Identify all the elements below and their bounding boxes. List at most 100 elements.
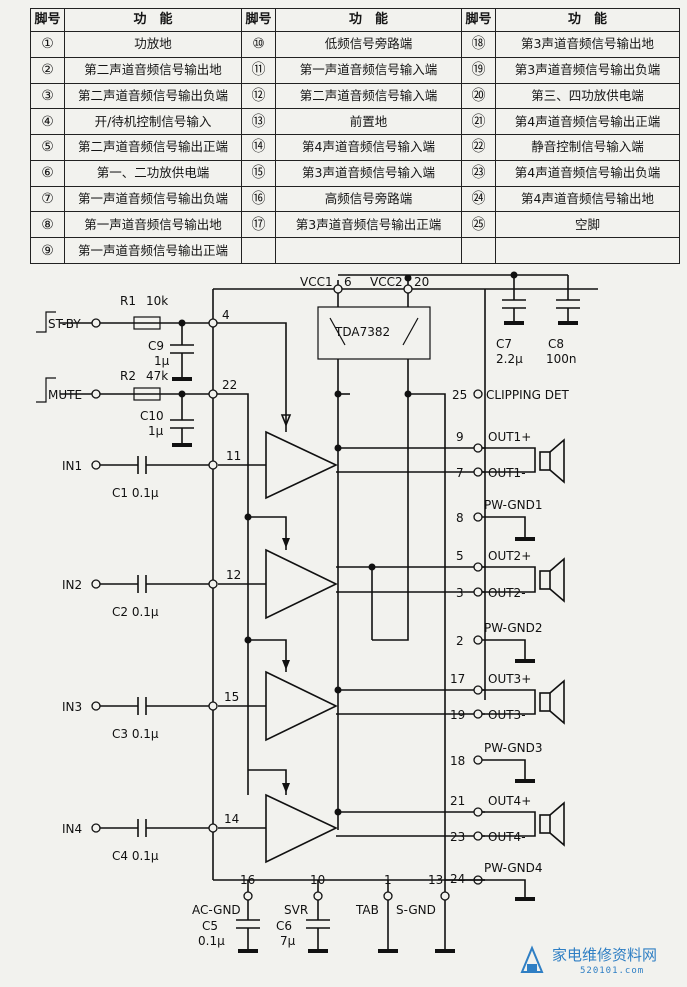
pin-function-cell: 静音控制信号输入端 xyxy=(495,134,680,161)
c5-label: C5 xyxy=(202,919,218,933)
pin-24-label: 24 xyxy=(450,872,465,886)
pin-number-cell: ⑦ xyxy=(30,185,65,213)
vcc1-label: VCC1 xyxy=(300,275,333,289)
header-func-2: 功 能 xyxy=(275,8,462,32)
pwgnd1-label: PW-GND1 xyxy=(484,498,543,512)
pin-2-label: 2 xyxy=(456,634,464,648)
pin-function-cell: 第4声道音频信号输出正端 xyxy=(495,108,680,136)
r2-label: R2 xyxy=(120,369,136,383)
pwgnd2-label: PW-GND2 xyxy=(484,621,543,635)
pin-number-cell: ④ xyxy=(30,108,65,136)
speaker-2-icon xyxy=(482,557,565,603)
pin-function-cell: 第一、二功放供电端 xyxy=(64,159,242,187)
pin-22-label: 22 xyxy=(222,378,237,392)
empty-cell xyxy=(461,237,496,264)
speaker-1-icon xyxy=(482,438,565,484)
c10-value: 1μ xyxy=(148,424,164,438)
watermark-url: 520101.com xyxy=(580,966,645,976)
amplifier-1 xyxy=(218,430,485,500)
header-func-1: 功 能 xyxy=(64,8,242,32)
pin-function-cell: 第一声道音频信号输出负端 xyxy=(64,185,242,213)
pin-function-cell: 第二声道音频信号输出地 xyxy=(64,56,242,84)
out4p-label: OUT4+ xyxy=(488,794,531,808)
table-header-row: 脚号 功 能 脚号 功 能 脚号 功 能 xyxy=(30,8,680,32)
c8-label: C8 xyxy=(548,337,564,351)
header-func-3: 功 能 xyxy=(495,8,680,32)
amplifier-3 xyxy=(218,670,485,742)
left-pin-circles xyxy=(208,284,413,833)
watermark-logo-icon xyxy=(520,945,544,973)
acgnd-label: AC-GND xyxy=(192,903,241,917)
pin-number-cell: ⑯ xyxy=(241,185,276,213)
pin-number-cell: ⑩ xyxy=(241,31,276,58)
out2m-label: OUT2- xyxy=(488,586,526,600)
pin-function-cell: 开/待机控制信号输入 xyxy=(64,108,242,136)
pin-21-label: 21 xyxy=(450,794,465,808)
pwgnd4-label: PW-GND4 xyxy=(484,861,543,875)
pin-function-cell: 功放地 xyxy=(64,31,242,58)
empty-cell xyxy=(275,237,462,264)
c7-value: 2.2μ xyxy=(496,352,523,366)
c4-label: C4 0.1μ xyxy=(112,849,159,863)
stby-label: ST-BY xyxy=(48,317,81,331)
pin-25-label: 25 xyxy=(452,388,467,402)
pin-number-cell: ⑰ xyxy=(241,211,276,239)
schematic-labels: VCC1 VCC2 6 20 TDA7382 ST-BY MUTE IN1 IN… xyxy=(48,275,577,948)
out3p-label: OUT3+ xyxy=(488,672,531,686)
in4-label: IN4 xyxy=(62,822,82,836)
c2-label: C2 0.1μ xyxy=(112,605,159,619)
c9-label: C9 xyxy=(148,339,164,353)
stby-pulse-icon xyxy=(36,311,56,333)
pin-8-label: 8 xyxy=(456,511,464,525)
empty-cell xyxy=(495,237,680,264)
pin-4-label: 4 xyxy=(222,308,230,322)
pin-function-cell: 第二声道音频信号输出负端 xyxy=(64,82,242,110)
pin-15-label: 15 xyxy=(224,690,239,704)
c5-value: 0.1μ xyxy=(198,934,225,948)
pin-19-label: 19 xyxy=(450,708,465,722)
pin-number-cell: ⑫ xyxy=(241,82,276,110)
out2p-label: OUT2+ xyxy=(488,549,531,563)
out1p-label: OUT1+ xyxy=(488,430,531,444)
pin-7-label: 7 xyxy=(456,466,464,480)
pin-10-label: 10 xyxy=(310,873,325,887)
pin-function-cell: 第3声道音频信号输出负端 xyxy=(495,56,680,84)
pin-13-label: 13 xyxy=(428,873,443,887)
r1-label: R1 xyxy=(120,294,136,308)
mute-label: MUTE xyxy=(48,388,82,402)
c6-value: 7μ xyxy=(280,934,296,948)
c6-label: C6 xyxy=(276,919,292,933)
tda7382-ic xyxy=(317,306,431,830)
pin-function-cell: 第三、四功放供电端 xyxy=(495,82,680,110)
c8-value: 100n xyxy=(546,352,577,366)
out1m-label: OUT1- xyxy=(488,466,526,480)
svr-label: SVR xyxy=(284,903,308,917)
pin-1-label: 1 xyxy=(384,873,392,887)
speaker-4-icon xyxy=(482,801,565,847)
pin-12-label: 12 xyxy=(226,568,241,582)
watermark-text: 家电维修资料网 xyxy=(552,946,658,964)
amplifier-4 xyxy=(218,793,485,864)
pin-function-cell: 第3声道音频信号输出地 xyxy=(495,31,680,58)
pin-6-label: 6 xyxy=(344,275,352,289)
out3m-label: OUT3- xyxy=(488,708,526,722)
pin-function-cell: 低频信号旁路端 xyxy=(275,31,462,58)
c10-label: C10 xyxy=(140,409,164,423)
pin-18-label: 18 xyxy=(450,754,465,768)
in3-label: IN3 xyxy=(62,700,82,714)
empty-cell xyxy=(241,237,276,264)
pin-function-cell: 第一声道音频信号输出地 xyxy=(64,211,242,239)
mute-pulse-icon xyxy=(36,377,56,403)
header-pin-1: 脚号 xyxy=(30,8,65,32)
in2-label: IN2 xyxy=(62,578,82,592)
pin-function-cell: 第4声道音频信号输出地 xyxy=(495,185,680,213)
